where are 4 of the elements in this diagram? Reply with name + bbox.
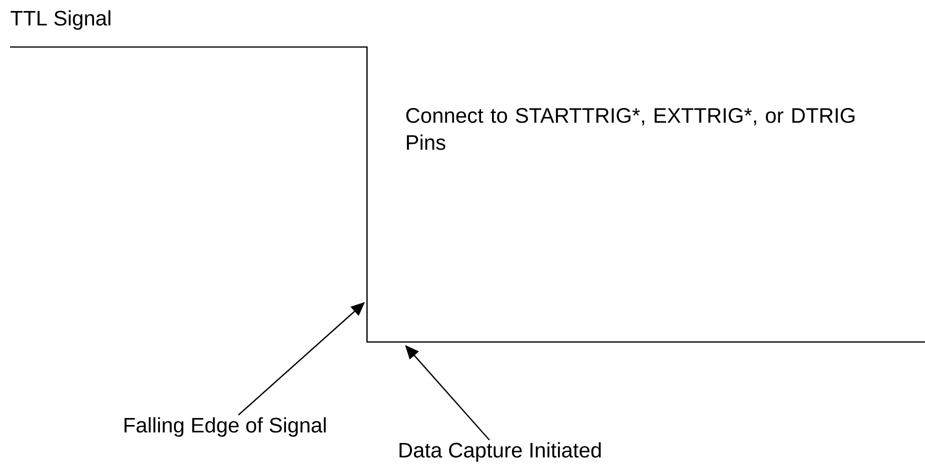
signal-label: TTL Signal bbox=[10, 10, 110, 30]
callout-text: Data Capture Initiated bbox=[400, 442, 601, 462]
pin-note: Connect to STARTTRIG*, EXTTRIG*, or DTRIG Pins bbox=[406, 108, 854, 150]
callout-text: Falling Edge of Signal bbox=[124, 417, 326, 437]
